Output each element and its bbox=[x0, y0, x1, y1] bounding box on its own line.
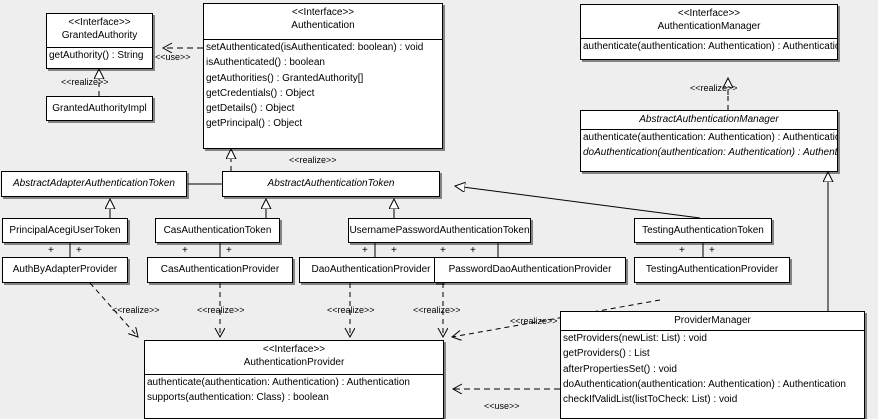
edge-label-realize-abstract-authentication-token: <<realize>> bbox=[289, 155, 337, 165]
operation-item: getProviders() : List bbox=[563, 348, 650, 360]
operation-item: checkIfValidList(listToCheck: List) : vo… bbox=[563, 394, 738, 406]
operations-compartment: setProviders(newList: List) : void getPr… bbox=[561, 331, 864, 407]
association-marker: + bbox=[391, 245, 397, 256]
class-authentication-provider[interactable]: <<Interface>> AuthenticationProvider aut… bbox=[144, 340, 444, 419]
class-password-dao-authentication-provider[interactable]: PasswordDaoAuthenticationProvider bbox=[434, 257, 626, 283]
divider bbox=[204, 39, 442, 40]
class-name: GrantedAuthorityImpl bbox=[52, 102, 147, 114]
class-abstract-authentication-manager[interactable]: AbstractAuthenticationManager authentica… bbox=[580, 110, 838, 172]
edge-label-realize-provider-manager: <<realize>> bbox=[510, 316, 558, 326]
edge-label-realize-password-dao-authentication-provider: <<realize>> bbox=[413, 305, 461, 315]
class-name: TestingAuthenticationToken bbox=[642, 224, 764, 236]
class-abstract-adapter-authentication-token[interactable]: AbstractAdapterAuthenticationToken bbox=[1, 171, 187, 197]
class-name: AbstractAuthenticationToken bbox=[267, 178, 395, 189]
operation-item: getPrincipal() : Object bbox=[206, 118, 303, 130]
association-marker: + bbox=[76, 245, 82, 256]
class-authentication[interactable]: <<Interface>> Authentication setAuthenti… bbox=[203, 3, 443, 149]
operation-item: setAuthenticated(isAuthenticated: boolea… bbox=[206, 42, 424, 53]
operations-compartment: authenticate(authentication: Authenticat… bbox=[581, 39, 837, 54]
operation-item: setProviders(newList: List) : void bbox=[563, 333, 707, 344]
class-authentication-manager[interactable]: <<Interface>> AuthenticationManager auth… bbox=[580, 4, 838, 60]
class-name: ProviderManager bbox=[674, 315, 751, 326]
class-provider-manager[interactable]: ProviderManager setProviders(newList: Li… bbox=[560, 311, 865, 419]
stereotype-label: <<Interface>> bbox=[262, 344, 326, 355]
divider bbox=[581, 129, 837, 130]
class-granted-authority-impl[interactable]: GrantedAuthorityImpl bbox=[46, 96, 153, 121]
class-header: <<Interface>> GrantedAuthority bbox=[47, 14, 152, 47]
operations-compartment: setAuthenticated(isAuthenticated: boolea… bbox=[204, 40, 442, 132]
divider bbox=[561, 330, 864, 331]
class-name: CasAuthenticationToken bbox=[163, 224, 272, 236]
association-marker: + bbox=[440, 245, 446, 256]
edge-label-realize-auth-by-adapter-provider: <<realize>> bbox=[112, 305, 160, 315]
association-marker: + bbox=[362, 245, 368, 256]
class-principal-acegi-user-token[interactable]: PrincipalAcegiUserToken bbox=[2, 218, 128, 243]
operation-item: isAuthenticated() : boolean bbox=[206, 57, 325, 69]
class-header: AbstractAuthenticationManager bbox=[581, 111, 837, 129]
class-name: UsernamePasswordAuthenticationToken bbox=[349, 224, 530, 236]
association-marker: + bbox=[182, 245, 188, 256]
class-name: GrantedAuthority bbox=[61, 30, 138, 41]
class-name: TestingAuthenticationProvider bbox=[645, 264, 779, 275]
operation-item: getCredentials() : Object bbox=[206, 87, 315, 99]
class-username-password-authentication-token[interactable]: UsernamePasswordAuthenticationToken bbox=[348, 218, 531, 243]
association-marker: + bbox=[226, 245, 232, 256]
operation-item: getAuthorities() : GrantedAuthority[] bbox=[206, 72, 364, 84]
operations-compartment: authenticate(authentication: Authenticat… bbox=[145, 375, 443, 406]
class-name: AuthByAdapterProvider bbox=[12, 264, 118, 275]
class-testing-authentication-token[interactable]: TestingAuthenticationToken bbox=[634, 218, 772, 243]
operation-item: authenticate(authentication: Authenticat… bbox=[583, 132, 837, 143]
operation-item: authenticate(authentication: Authenticat… bbox=[147, 377, 410, 388]
class-cas-authentication-provider[interactable]: CasAuthenticationProvider bbox=[147, 257, 293, 283]
operations-compartment: getAuthority() : String bbox=[47, 48, 152, 63]
class-name: AuthenticationManager bbox=[657, 21, 761, 32]
divider bbox=[47, 47, 152, 48]
class-name: DaoAuthenticationProvider bbox=[311, 264, 431, 275]
stereotype-label: <<Interface>> bbox=[291, 7, 355, 18]
operation-item: supports(authentication: Class) : boolea… bbox=[147, 392, 329, 404]
stereotype-label: <<Interface>> bbox=[68, 17, 131, 28]
class-name: PasswordDaoAuthenticationProvider bbox=[448, 264, 612, 275]
operations-compartment: authenticate(authentication: Authenticat… bbox=[581, 130, 837, 161]
class-cas-authentication-token[interactable]: CasAuthenticationToken bbox=[155, 218, 280, 243]
edge-label-use-provider-manager: <<use>> bbox=[484, 401, 520, 411]
operation-item: doAuthentication(authentication: Authent… bbox=[583, 147, 837, 159]
operation-item: getAuthority() : String bbox=[49, 50, 144, 61]
association-marker: + bbox=[679, 245, 685, 256]
operation-item: getDetails() : Object bbox=[206, 103, 295, 115]
operation-item: doAuthentication(authentication: Authent… bbox=[563, 378, 846, 390]
class-header: <<Interface>> AuthenticationManager bbox=[581, 5, 837, 38]
association-marker: + bbox=[709, 245, 715, 256]
divider bbox=[581, 38, 837, 39]
operation-item: afterPropertiesSet() : void bbox=[563, 363, 677, 375]
edge-label-realize-cas-authentication-provider: <<realize>> bbox=[197, 305, 245, 315]
association-marker: + bbox=[470, 245, 476, 256]
operation-item: authenticate(authentication: Authenticat… bbox=[583, 41, 837, 52]
class-auth-by-adapter-provider[interactable]: AuthByAdapterProvider bbox=[2, 257, 128, 283]
class-header: ProviderManager bbox=[561, 312, 864, 330]
class-name: CasAuthenticationProvider bbox=[160, 264, 280, 275]
class-dao-authentication-provider[interactable]: DaoAuthenticationProvider bbox=[299, 257, 443, 283]
stereotype-label: <<Interface>> bbox=[677, 8, 741, 19]
class-header: <<Interface>> AuthenticationProvider bbox=[145, 341, 443, 374]
edge-label-use-authentication-grantedauthority: <<use>> bbox=[155, 52, 191, 62]
edge-label-realize-grantedauthorityimpl: <<realize>> bbox=[61, 77, 109, 87]
class-granted-authority[interactable]: <<Interface>> GrantedAuthority getAuthor… bbox=[46, 13, 153, 69]
class-name: PrincipalAcegiUserToken bbox=[9, 224, 121, 236]
class-name: AbstractAuthenticationManager bbox=[639, 114, 779, 125]
divider bbox=[145, 374, 443, 375]
class-testing-authentication-provider[interactable]: TestingAuthenticationProvider bbox=[634, 257, 790, 283]
edge-label-realize-dao-authentication-provider: <<realize>> bbox=[327, 305, 375, 315]
edge-label-realize-abstract-authentication-manager: <<realize>> bbox=[690, 83, 738, 93]
class-name: AuthenticationProvider bbox=[243, 357, 345, 368]
class-name: AbstractAdapterAuthenticationToken bbox=[13, 178, 175, 189]
class-abstract-authentication-token[interactable]: AbstractAuthenticationToken bbox=[222, 171, 440, 197]
class-name: Authentication bbox=[291, 20, 355, 31]
association-marker: + bbox=[48, 245, 54, 256]
class-header: <<Interface>> Authentication bbox=[204, 4, 442, 39]
